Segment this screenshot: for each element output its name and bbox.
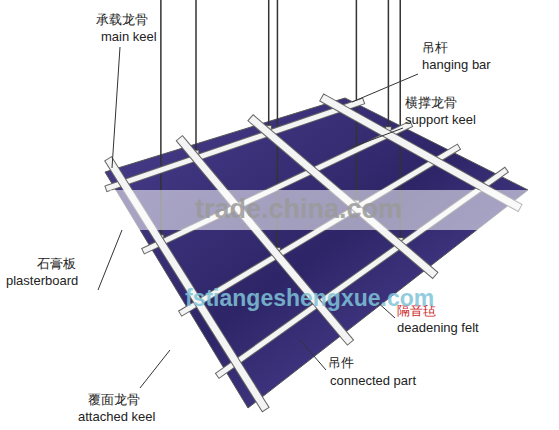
part-name-zh: 横撑龙骨 <box>405 95 457 111</box>
hanging-bar <box>268 0 270 129</box>
part-name: main keel <box>101 29 157 45</box>
hanging-bar <box>195 0 197 154</box>
part-name-zh: 石膏板 <box>37 256 76 272</box>
part-name: attached keel <box>78 409 155 425</box>
part-name: plasterboard <box>6 273 78 289</box>
plasterboard-panels <box>105 98 528 408</box>
part-name-zh: 覆面龙骨 <box>88 392 140 408</box>
part-name: hanging bar <box>422 57 491 73</box>
part-name: support keel <box>405 112 476 128</box>
part-name-zh: 吊件 <box>328 355 354 371</box>
watermark-band <box>110 190 530 230</box>
part-name-zh: 承载龙骨 <box>96 12 148 28</box>
part-name: connected part <box>330 373 416 389</box>
part-name-zh: 吊杆 <box>422 40 448 56</box>
part-name: deadening felt <box>397 320 479 336</box>
watermark: fstiangeshengxue.com <box>185 285 434 312</box>
watermark: trade.china.com <box>195 194 402 225</box>
hanging-bar <box>388 0 390 131</box>
leader-lines <box>98 47 418 388</box>
